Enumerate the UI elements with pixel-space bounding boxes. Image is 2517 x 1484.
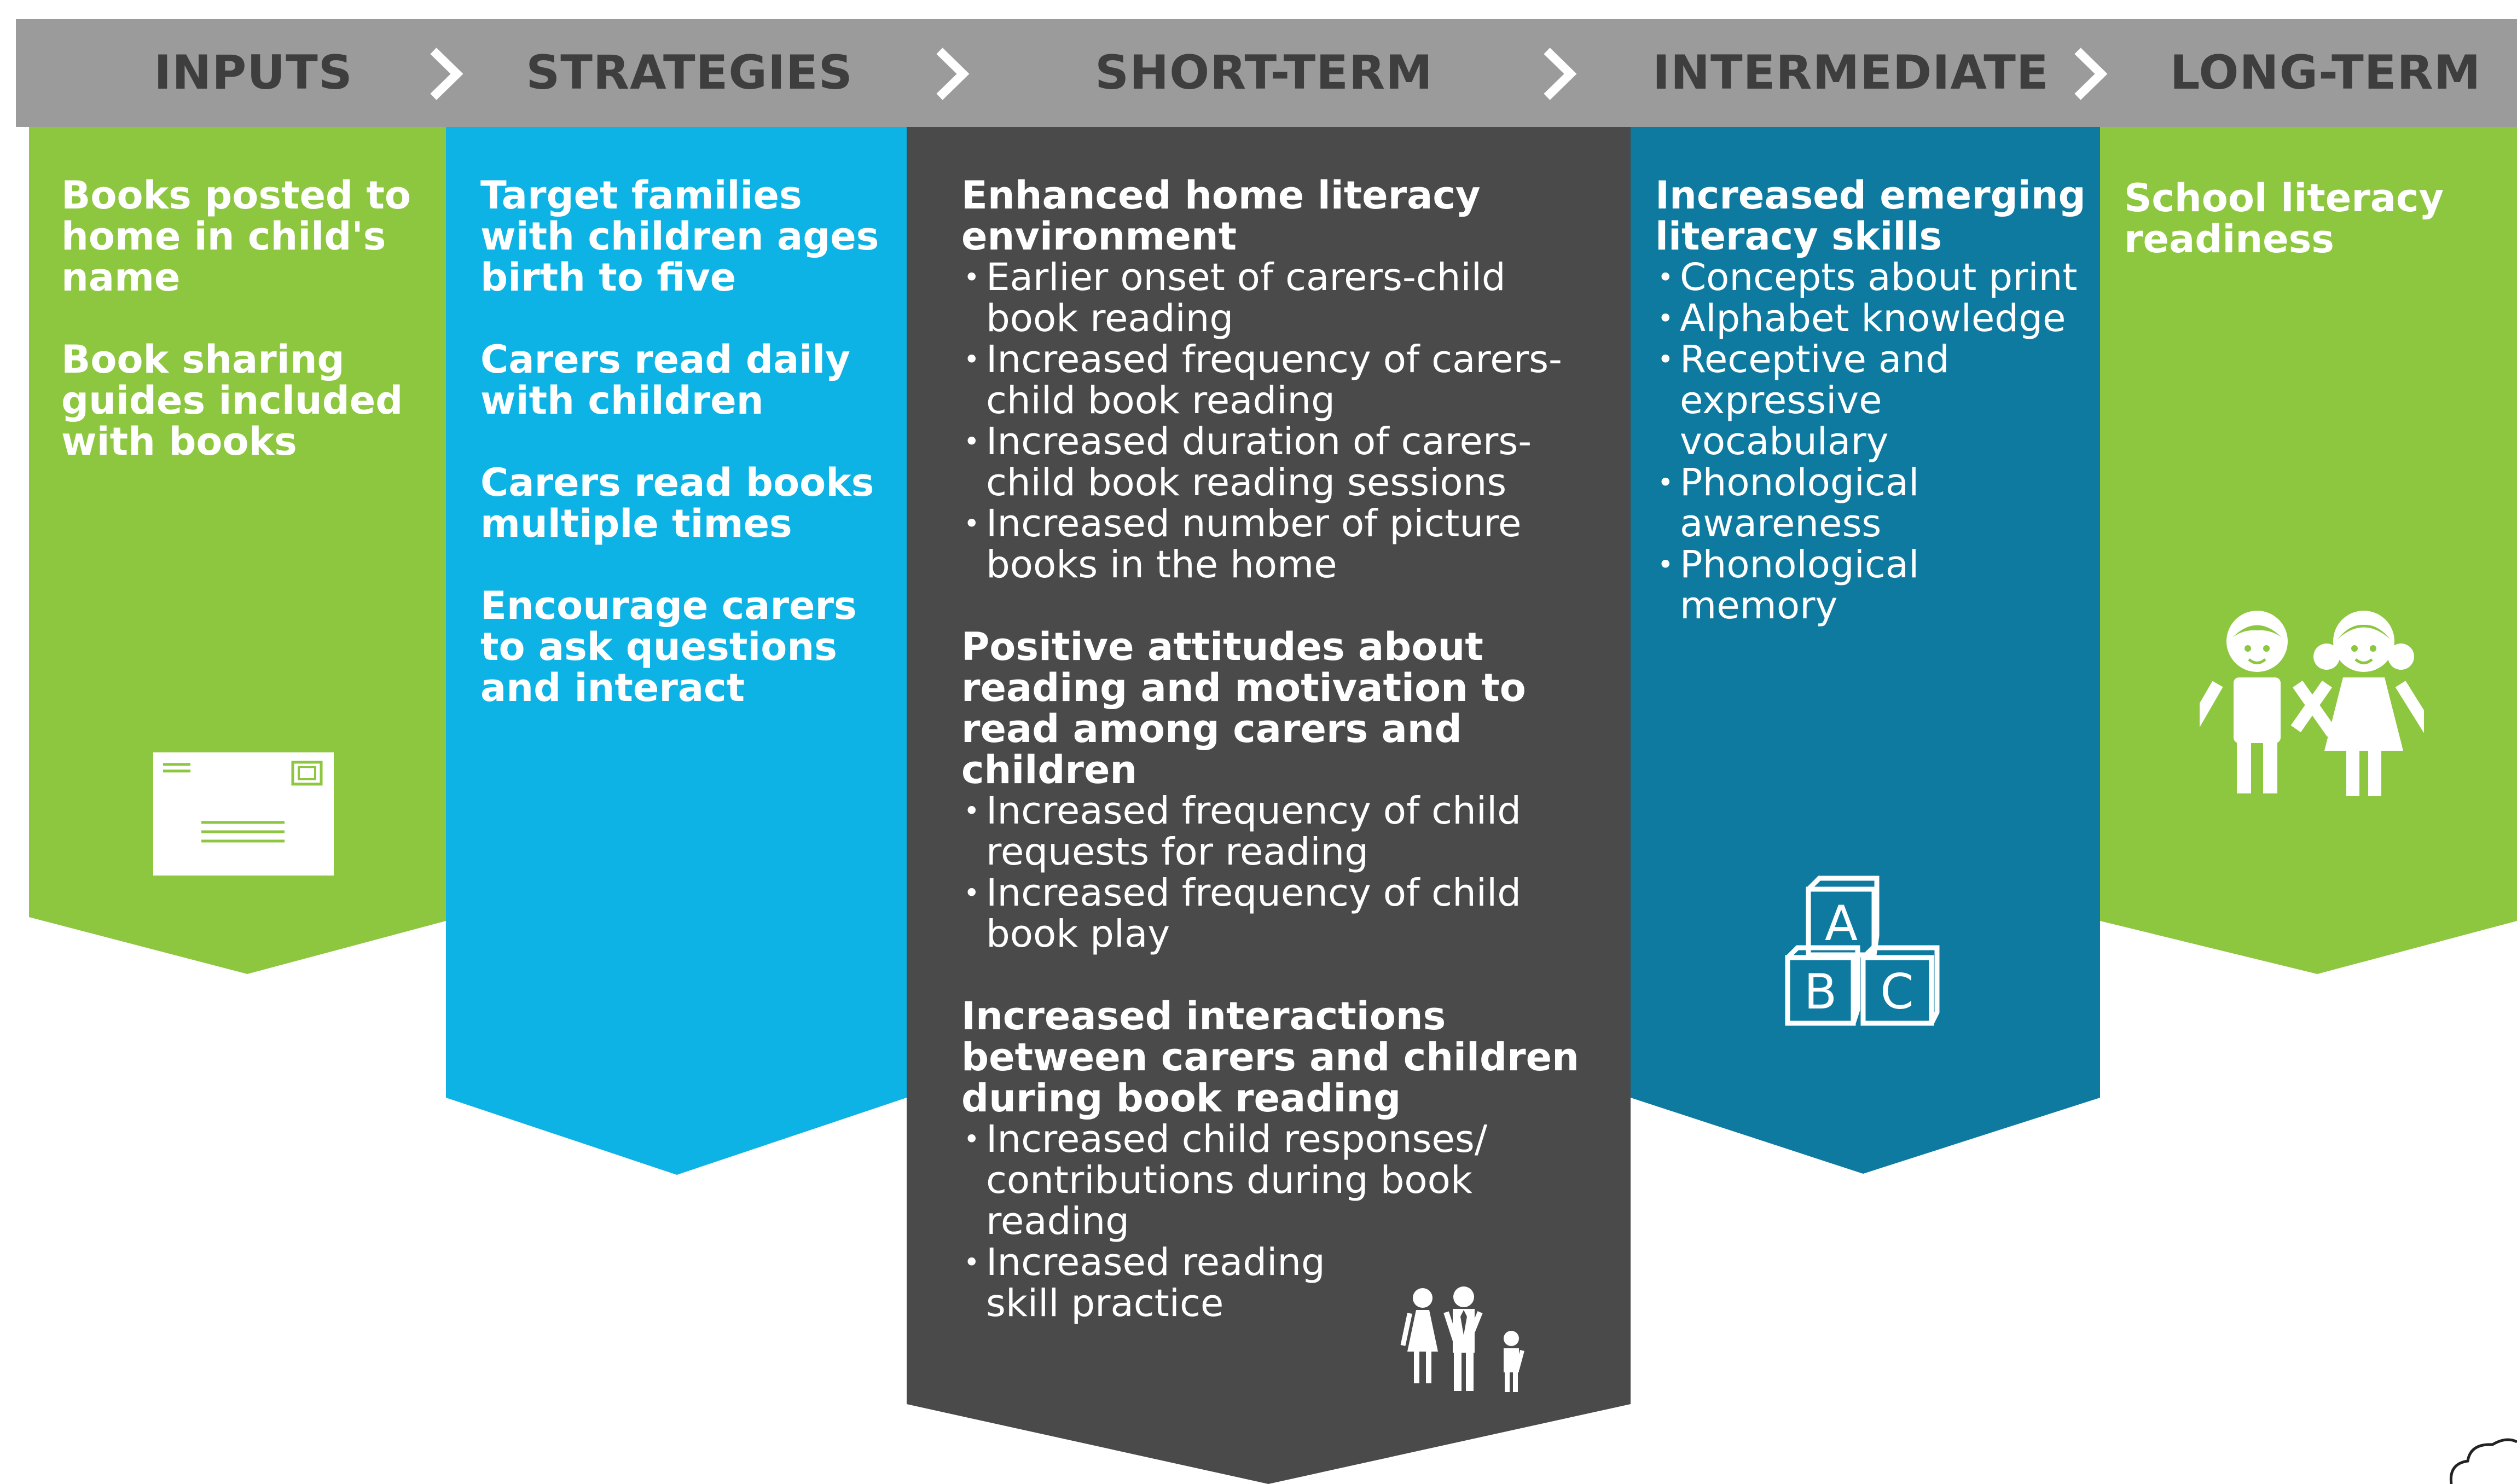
inputs-column: Books posted to home in child's name Boo… xyxy=(61,175,422,503)
stage-title-long-term: LONG-TERM xyxy=(2170,45,2481,100)
section-heading: Increased emerging literacy skills xyxy=(1655,173,2086,259)
stage-title-strategies: STRATEGIES xyxy=(526,45,853,100)
bullet-item: Increased child responses/ contributions… xyxy=(961,1119,1607,1242)
long-term-item: School literacy readiness xyxy=(2124,176,2444,262)
chevron-right-icon xyxy=(936,48,970,100)
bullet-list: Concepts about print Alphabet knowledge … xyxy=(1655,257,2087,627)
long-term-column: School literacy readiness xyxy=(2124,178,2502,301)
strategies-column-shape xyxy=(446,127,907,1175)
section-heading: Positive attitudes about reading and mot… xyxy=(961,624,1526,792)
section-heading: Enhanced home literacy environment xyxy=(961,173,1481,259)
block-letter: B xyxy=(1804,964,1837,1020)
chevron-right-icon xyxy=(430,48,463,100)
bullet-item: Alphabet knowledge xyxy=(1655,298,2087,340)
bullet-list: Increased child responses/ contributions… xyxy=(961,1119,1607,1324)
section-heading: Increased interactions between carers an… xyxy=(961,994,1579,1121)
short-term-section: Enhanced home literacy environment Earli… xyxy=(961,175,1607,586)
bullet-item: Receptive and expressive vocabulary xyxy=(1655,339,2087,462)
bullet-item: Increased reading skill practice xyxy=(961,1242,1380,1324)
cloud-icon xyxy=(2449,1438,2517,1484)
inputs-item: Book sharing guides included with books xyxy=(61,337,403,464)
strategies-item: Carers read daily with children xyxy=(480,337,850,423)
stage-title-inputs: INPUTS xyxy=(154,45,353,100)
short-term-column: Enhanced home literacy environment Earli… xyxy=(961,175,1607,1365)
bullet-item: Increased duration of carers-child book … xyxy=(961,421,1607,503)
intermediate-column: Increased emerging literacy skills Conce… xyxy=(1655,175,2087,627)
bullet-item: Increased frequency of carers-child book… xyxy=(961,339,1607,421)
bullet-item: Increased frequency of child requests fo… xyxy=(961,791,1607,873)
bullet-item: Earlier onset of carers-child book readi… xyxy=(961,257,1607,339)
inputs-item: Books posted to home in child's name xyxy=(61,173,411,300)
strategies-item: Target families with children ages birth… xyxy=(480,173,879,300)
strategies-column: Target families with children ages birth… xyxy=(480,175,885,750)
envelope-icon xyxy=(153,752,334,876)
strategies-item: Carers read books multiple times xyxy=(480,460,874,546)
bullet-item: Increased frequency of child book play xyxy=(961,873,1607,955)
children-icon xyxy=(2200,611,2424,796)
family-icon xyxy=(1400,1286,1524,1392)
bullet-item: Increased number of picture books in the… xyxy=(961,503,1607,586)
block-letter: A xyxy=(1825,895,1858,952)
bullet-item: Phonological memory xyxy=(1655,544,2087,627)
long-term-column-shape xyxy=(2100,127,2517,974)
short-term-section: Positive attitudes about reading and mot… xyxy=(961,627,1607,955)
stage-title-intermediate: INTERMEDIATE xyxy=(1652,45,2049,100)
stage-title-short-term: SHORT-TERM xyxy=(1095,45,1433,100)
bullet-item: Concepts about print xyxy=(1655,257,2087,299)
chevron-right-icon xyxy=(1544,48,1577,100)
block-letter: C xyxy=(1880,964,1913,1020)
chevron-right-icon xyxy=(2074,48,2108,100)
bullet-list: Increased frequency of child requests fo… xyxy=(961,791,1607,955)
bullet-list: Earlier onset of carers-child book readi… xyxy=(961,257,1607,586)
inputs-column-shape xyxy=(29,127,446,974)
abc-blocks-icon: A B C xyxy=(1785,876,1940,1026)
short-term-section: Increased interactions between carers an… xyxy=(961,996,1607,1324)
strategies-item: Encourage carers to ask questions and in… xyxy=(480,583,857,710)
bullet-item: Phonological awareness xyxy=(1655,462,2087,544)
